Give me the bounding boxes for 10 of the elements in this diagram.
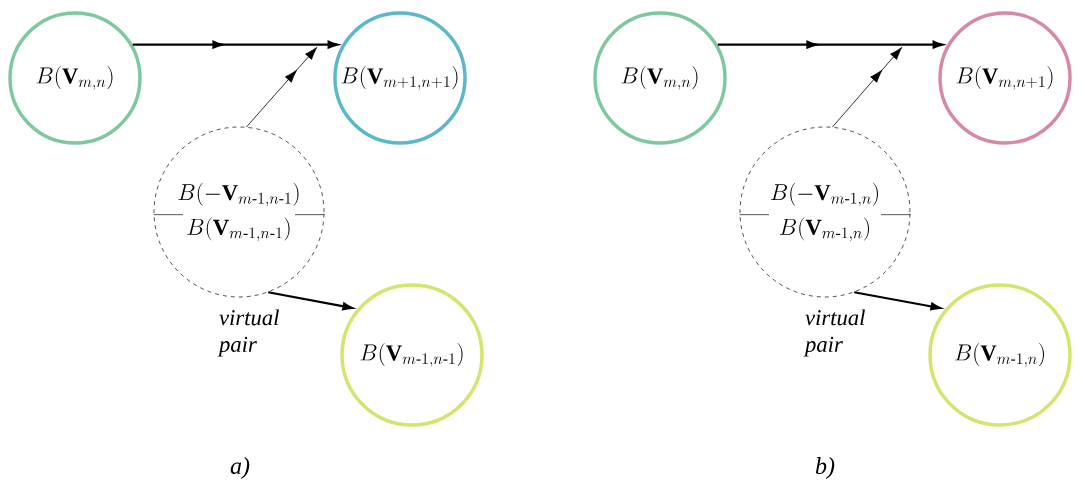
arrow xyxy=(832,47,903,128)
panel-label: a) xyxy=(230,457,250,479)
arrow xyxy=(717,40,944,49)
arrow xyxy=(854,291,942,311)
node-caption: virtual pair xyxy=(217,309,279,357)
panel-label: b) xyxy=(815,457,835,479)
arrow xyxy=(132,40,339,49)
arrow xyxy=(246,47,318,128)
node-caption: virtual pair xyxy=(803,309,865,357)
arrow xyxy=(268,291,354,311)
